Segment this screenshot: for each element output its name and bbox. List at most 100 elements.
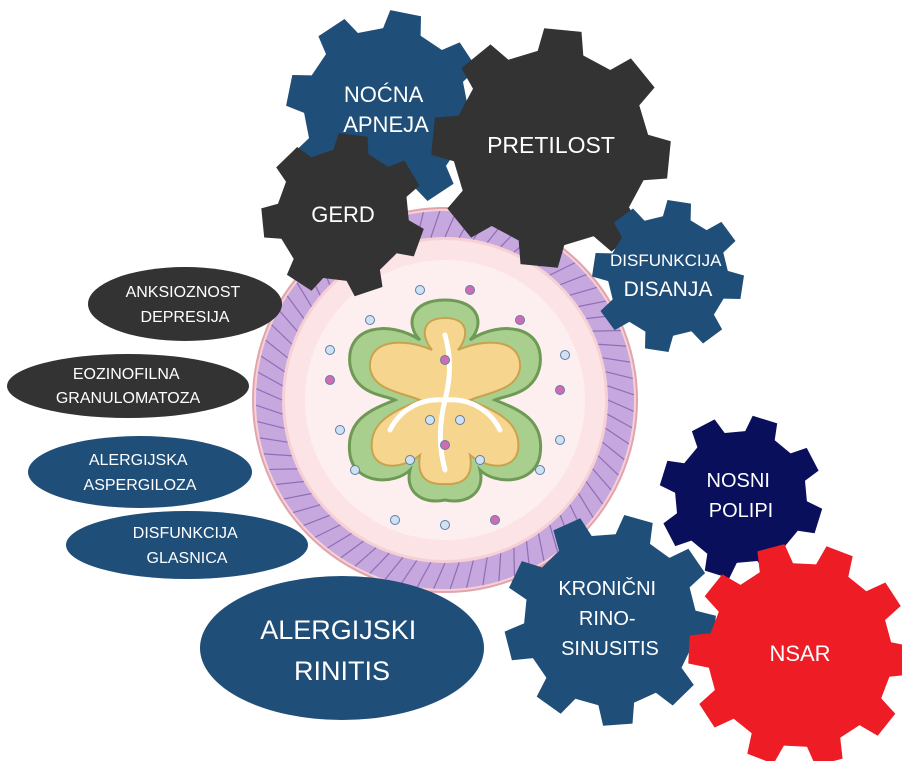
muscle-fiber-line — [537, 533, 545, 562]
ellipse-anksioznost-depresija: ANKSIOZNOST DEPRESIJA — [88, 267, 282, 341]
muscle-fiber-line — [257, 421, 285, 429]
muscle-fiber-line — [433, 562, 446, 589]
muscle-fiber-line — [560, 274, 587, 286]
inflammatory-cell — [365, 315, 375, 325]
ellipse-alergijska-aspergiloza: ALERGIJSKA ASPERGILOZA — [28, 436, 252, 508]
muscle-fiber-line — [327, 533, 352, 549]
ellipse-alergijska-label: ALERGIJSKA ASPERGILOZA — [84, 452, 197, 494]
ellipse-alergijski-rinitis: ALERGIJSKI RINITIS — [200, 576, 484, 720]
ellipse-rinitis-label: ALERGIJSKI RINITIS — [260, 615, 424, 686]
inflammatory-cell — [350, 465, 360, 475]
muscle-fiber-line — [354, 547, 377, 567]
inflammatory-cell — [560, 350, 570, 360]
muscle-fiber-line — [260, 355, 285, 373]
gear-nsar-label: NSAR — [769, 641, 830, 666]
muscle-fiber-line — [578, 493, 594, 518]
muscle-fiber-line — [257, 371, 283, 387]
muscle-fiber-line — [607, 385, 635, 396]
ellipse-shape-glasnica — [66, 511, 308, 579]
muscle-fiber-line — [602, 441, 625, 461]
muscle-fiber-line — [340, 540, 364, 559]
gear-kronicni-rinosinusitis-label: KRONIČNI RINO- SINUSITIS — [558, 577, 661, 660]
inflammatory-cell — [490, 515, 500, 525]
ellipse-shape-eozinofilna — [7, 354, 249, 418]
inflammatory-cell — [475, 455, 485, 465]
inflammatory-cell — [440, 355, 450, 365]
muscle-fiber-line — [449, 562, 460, 590]
muscle-fiber-line — [592, 329, 621, 332]
gear-pretilost-label: PRETILOST — [487, 132, 615, 158]
muscle-fiber-line — [416, 562, 432, 588]
gear-kronicni-rinosinusitis: KRONIČNI RINO- SINUSITIS — [504, 515, 716, 726]
gear-gerd: GERD — [261, 133, 424, 297]
muscle-fiber-line — [607, 413, 633, 429]
muscle-fiber-line — [265, 339, 288, 359]
ellipse-anksioznost-label: ANKSIOZNOST DEPRESIJA — [126, 284, 245, 326]
inflammatory-cell — [515, 315, 525, 325]
inflammatory-cell — [535, 465, 545, 475]
ellipse-glasnica-label: DISFUNKCIJA GLASNICA — [133, 525, 241, 567]
muscle-fiber-line — [585, 481, 604, 505]
muscle-fiber-line — [369, 552, 390, 574]
muscle-fiber-line — [602, 357, 631, 363]
muscle-fiber-line — [498, 553, 502, 582]
muscle-fiber-line — [513, 547, 516, 576]
muscle-fiber-line — [303, 514, 330, 526]
muscle-fiber-line — [271, 324, 293, 345]
gear-nosni-polipi: NOSNI POLIPI — [659, 415, 823, 579]
muscle-fiber-line — [293, 504, 321, 514]
inflammatory-cell — [325, 375, 335, 385]
gear-disfunkcija-disanja: DISFUNKCIJA DISANJA — [592, 200, 744, 352]
muscle-fiber-line — [466, 560, 474, 588]
muscle-fiber-line — [263, 453, 292, 457]
muscle-fiber-line — [605, 371, 633, 379]
muscle-fiber-line — [430, 210, 441, 238]
muscle-fiber-line — [549, 262, 576, 276]
inflammatory-cell — [455, 415, 465, 425]
muscle-fiber-line — [607, 399, 634, 412]
airway-cross-section-illustration — [252, 207, 638, 593]
gear-pretilost: PRETILOST — [431, 28, 671, 268]
muscle-fiber-line — [314, 524, 341, 538]
gear-shape-kronicni-rinosinusitis — [504, 515, 716, 726]
muscle-fiber-line — [296, 282, 312, 307]
ellipse-shape-rinitis — [200, 576, 484, 720]
muscle-fiber-line — [286, 295, 305, 319]
gear-shape-nsar — [688, 544, 902, 761]
inflammatory-cell — [440, 440, 450, 450]
ellipse-shape-anksioznost — [88, 267, 282, 341]
muscle-fiber-line — [283, 492, 312, 500]
gear-shape-pretilost — [431, 28, 671, 268]
muscle-fiber-line — [259, 437, 288, 443]
inflammatory-cell — [555, 435, 565, 445]
inflammatory-cell — [425, 415, 435, 425]
muscle-fiber-line — [275, 480, 304, 486]
muscle-fiber-line — [605, 427, 630, 445]
inflammatory-cell — [405, 455, 415, 465]
gear-disfunkcija-disanja-label: DISFUNKCIJA DISANJA — [610, 251, 726, 300]
muscle-fiber-line — [578, 300, 607, 308]
inflammatory-cell — [465, 285, 475, 295]
gear-nsar: NSAR — [688, 544, 902, 761]
muscle-fiber-line — [400, 560, 418, 585]
muscle-fiber-line — [256, 388, 283, 401]
ellipse-eozinofilna-label: EOZINOFILNA GRANULOMATOZA — [56, 366, 201, 407]
muscle-fiber-line — [482, 557, 488, 586]
inflammatory-cell — [390, 515, 400, 525]
muscle-fiber-line — [255, 404, 283, 415]
inflammatory-cell — [335, 425, 345, 435]
muscle-fiber-line — [592, 468, 612, 491]
gear-nosni-polipi-label: NOSNI POLIPI — [707, 470, 776, 522]
muscle-fiber-line — [597, 455, 619, 476]
muscle-fiber-line — [598, 343, 627, 347]
ellipse-disfunkcija-glasnica: DISFUNKCIJA GLASNICA — [66, 511, 308, 579]
inflammatory-cell — [325, 345, 335, 355]
muscle-fiber-line — [549, 524, 559, 552]
gear-shape-gerd — [261, 133, 424, 297]
muscle-fiber-line — [269, 468, 298, 471]
inflammatory-cell — [440, 520, 450, 530]
gear-gerd-label: GERD — [311, 202, 375, 227]
inflammatory-cell — [415, 285, 425, 295]
ellipse-eozinofilna-granulomatoza: EOZINOFILNA GRANULOMATOZA — [7, 354, 249, 418]
